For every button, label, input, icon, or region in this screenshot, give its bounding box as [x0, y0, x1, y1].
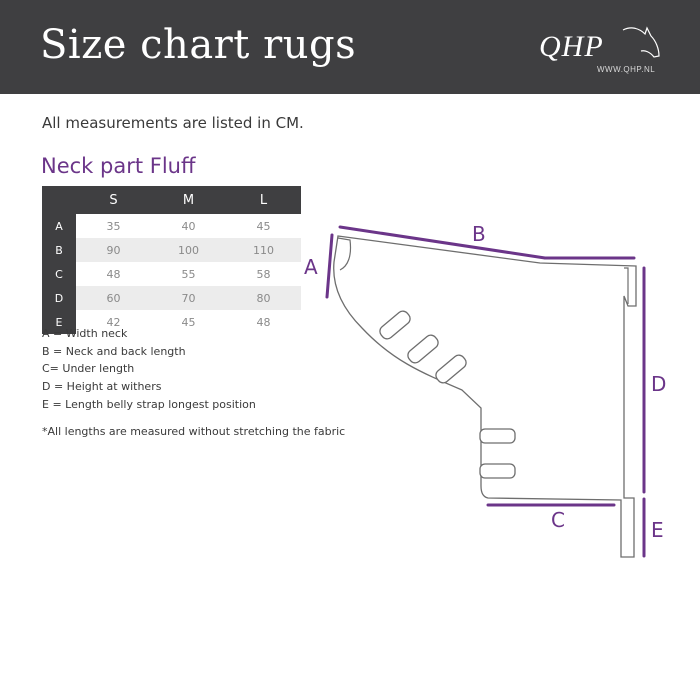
table-cell: 35: [106, 219, 121, 233]
row-header: E: [42, 310, 76, 334]
table-cell: 80: [226, 286, 301, 310]
row-header: A: [42, 214, 76, 238]
legend-item: B = Neck and back length: [42, 344, 186, 358]
table-cell: 48: [106, 267, 121, 281]
footnote: *All lengths are measured without stretc…: [42, 425, 346, 438]
measurement-lines: [325, 225, 646, 558]
table-row: C 48 55 58: [42, 262, 301, 286]
logo-wordmark: QHP: [539, 30, 604, 63]
measure-line-a: [325, 233, 334, 299]
row-header: C: [42, 262, 76, 286]
legend-item: A = Width neck: [42, 327, 128, 340]
table-cell: 55: [181, 267, 196, 281]
header-bar: Size chart rugs QHP WWW.QHP.NL: [0, 0, 700, 94]
table-cell: 42: [106, 315, 121, 329]
row-header: D: [42, 286, 76, 310]
measure-line-b: [338, 225, 547, 260]
row-header: B: [42, 238, 76, 262]
table-cell: 48: [256, 315, 271, 329]
neck-fold: [337, 237, 352, 271]
table-cell: 100: [151, 238, 226, 262]
legend-item: C= Under length: [42, 362, 135, 376]
column-header: M: [151, 186, 226, 214]
logo-url: WWW.QHP.NL: [597, 65, 656, 74]
table-header-row: S M L: [42, 186, 301, 214]
section-title: Neck part Fluff: [41, 154, 196, 178]
table-cell: 45: [256, 219, 271, 233]
table-cell: 40: [181, 219, 196, 233]
column-header: S: [76, 186, 151, 214]
table-row: B 90 100 110: [42, 238, 301, 262]
table-row: A 35 40 45: [42, 214, 301, 238]
rug-outline: [333, 235, 637, 558]
column-header: L: [226, 186, 301, 214]
legend-list: A = Width neck B = Neck and back length …: [42, 325, 256, 413]
diagram-label-a: A: [304, 255, 318, 279]
table-corner: [42, 186, 76, 214]
table-cell: 70: [151, 286, 226, 310]
diagram-label-c: C: [551, 508, 565, 532]
table-row: D 60 70 80: [42, 286, 301, 310]
legend-item: E = Length belly strap longest position: [42, 397, 256, 411]
withers-fold: [624, 267, 629, 304]
table-cell: 60: [76, 286, 151, 310]
table-cell: 58: [256, 267, 271, 281]
legend-item: D = Height at withers: [42, 380, 162, 394]
page-title: Size chart rugs: [40, 22, 357, 68]
diagram-label-d: D: [651, 372, 667, 396]
chest-straps: [379, 310, 516, 479]
table-cell: 90: [76, 238, 151, 262]
table-row: E 42 45 48: [42, 310, 301, 334]
diagram-label-b: B: [472, 222, 486, 246]
horse-head-icon: [622, 26, 660, 58]
table-cell: 110: [226, 238, 301, 262]
qhp-logo: QHP WWW.QHP.NL: [535, 22, 665, 82]
table-cell: 45: [181, 315, 196, 329]
diagram-label-e: E: [651, 518, 664, 542]
size-table: S M L A 35 40 45 B 90 100 110 C 48 55 58…: [42, 186, 301, 334]
intro-text: All measurements are listed in CM.: [42, 114, 304, 132]
